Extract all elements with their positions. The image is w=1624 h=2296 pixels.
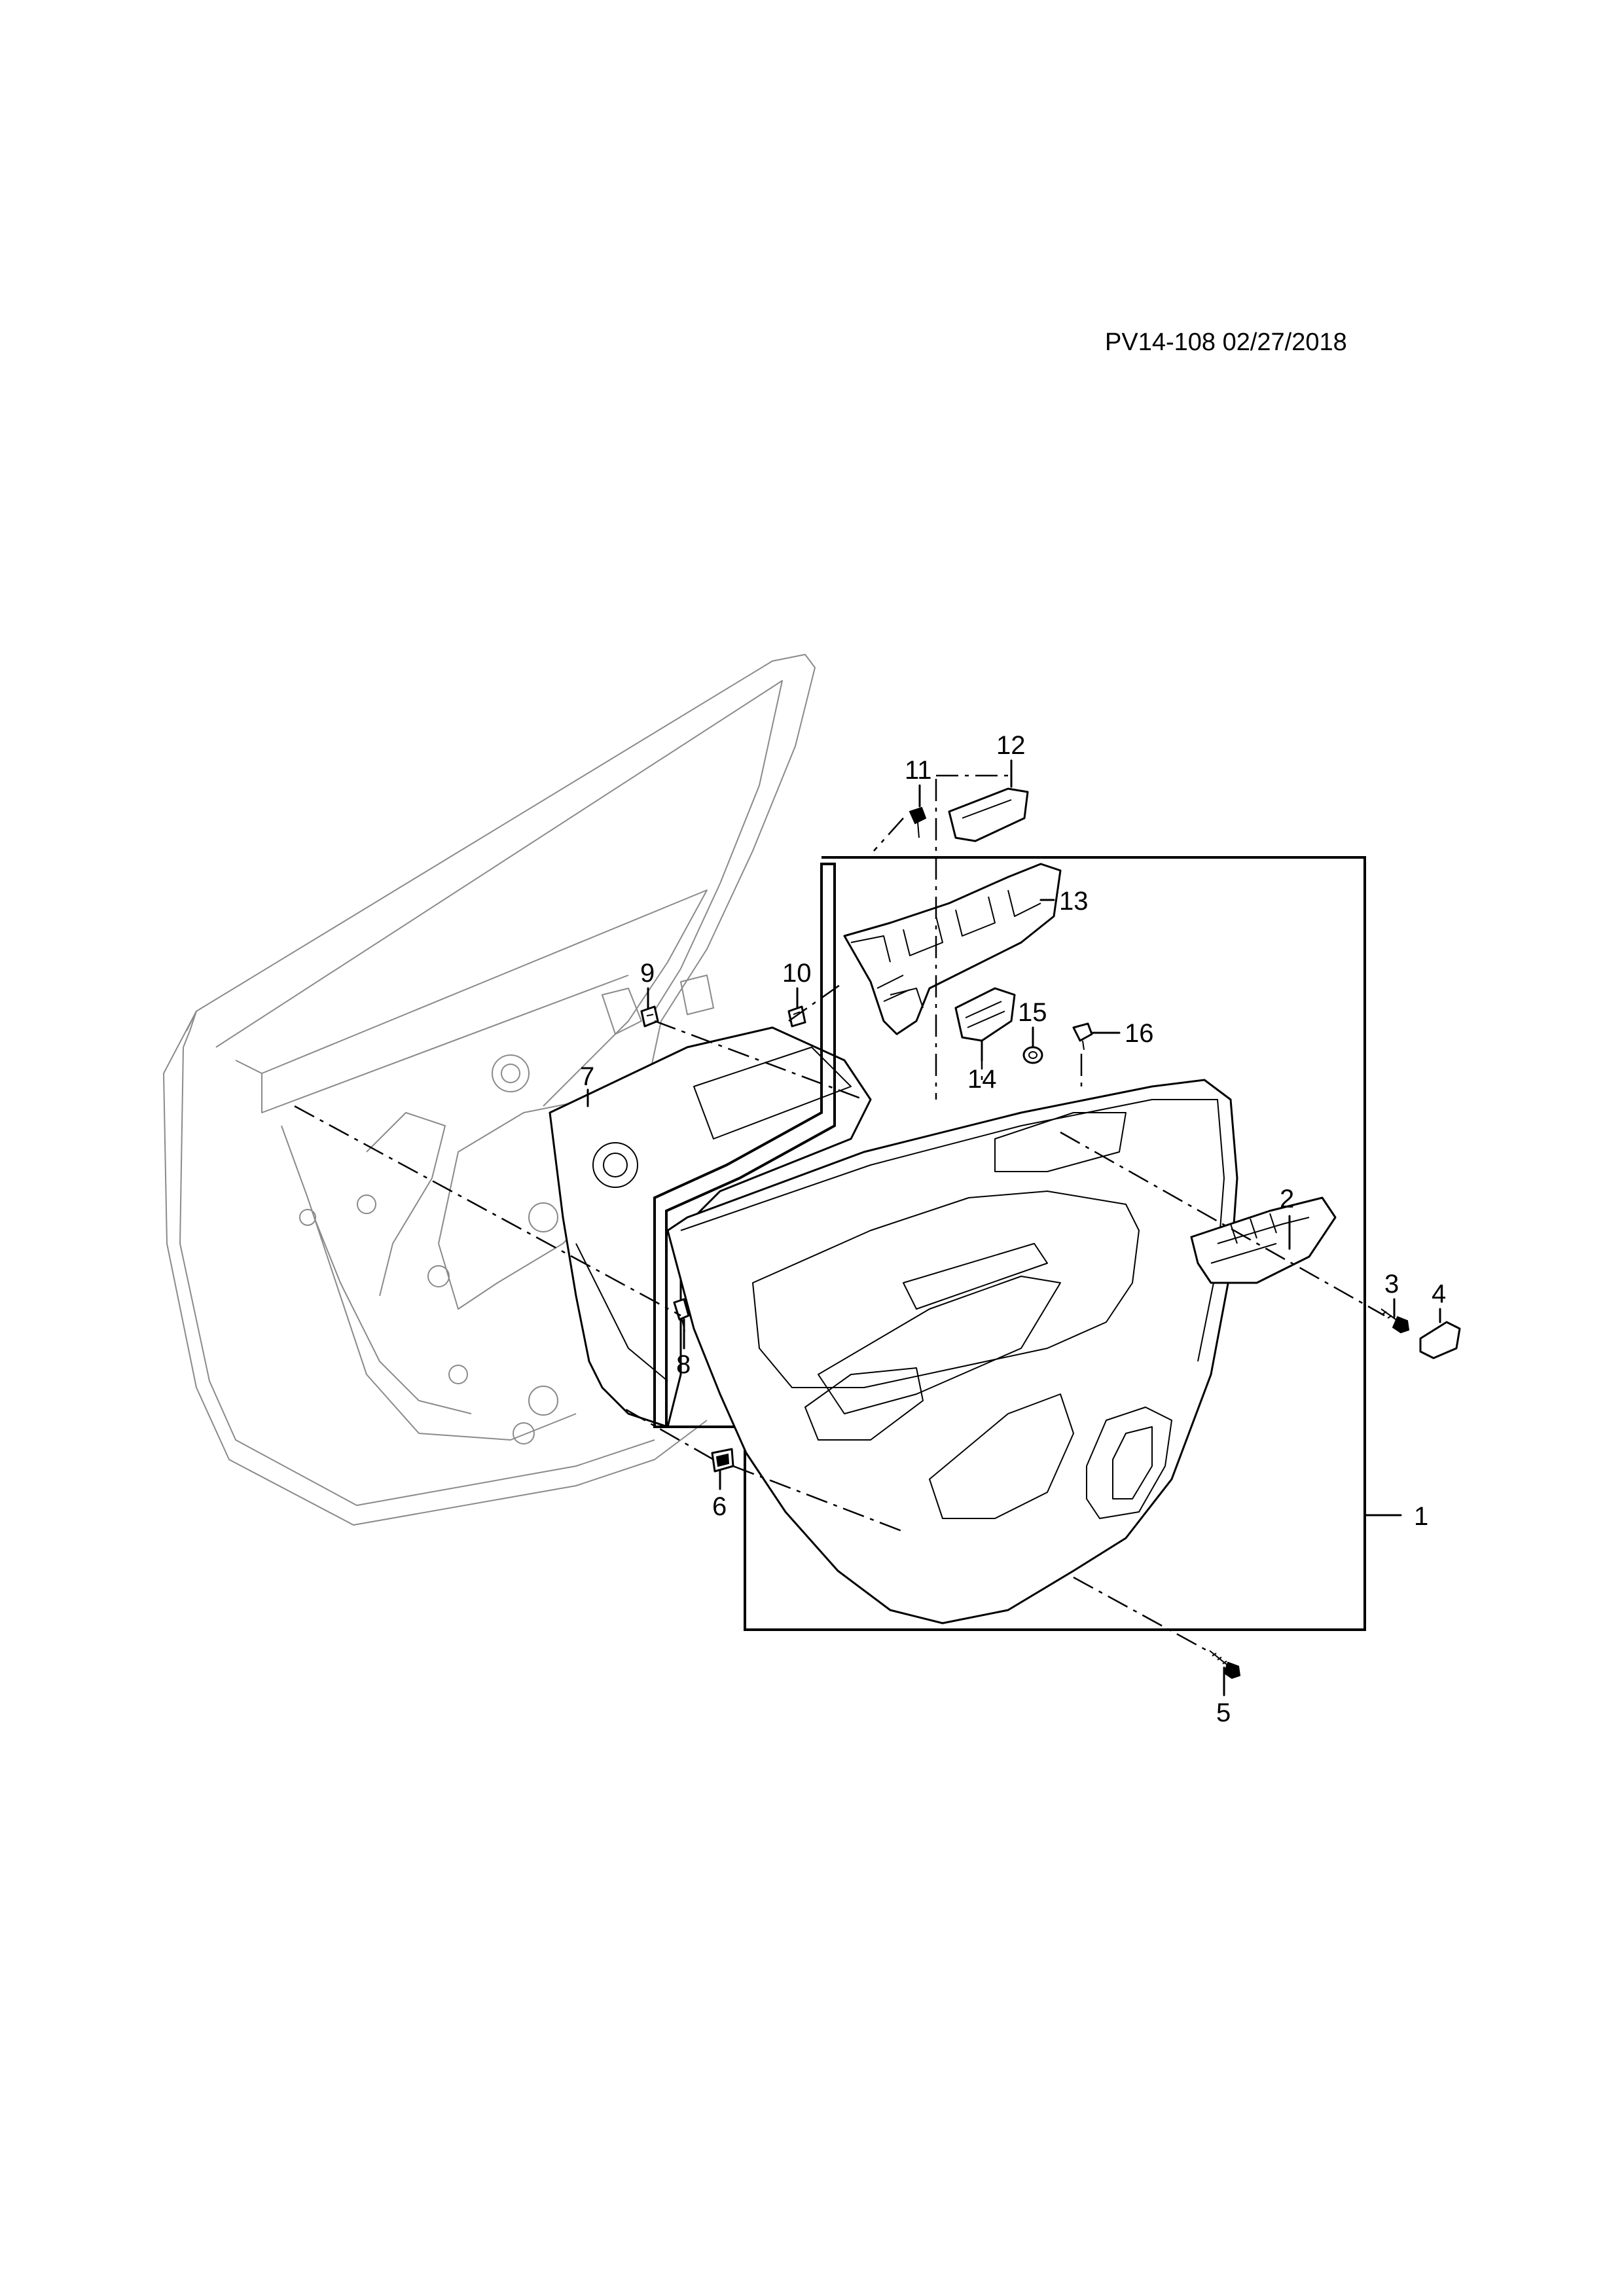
part-4-cover-cap	[1419, 1321, 1461, 1359]
subassembly-frame-left	[653, 863, 836, 1428]
callout-9: 9	[640, 959, 655, 988]
callout-2: 2	[1280, 1185, 1294, 1213]
part-16-retainer	[1072, 1022, 1093, 1050]
part-15-grommet	[1022, 1046, 1043, 1064]
callout-6: 6	[712, 1492, 727, 1521]
part-6-clip	[711, 1448, 734, 1473]
callout-7: 7	[580, 1062, 594, 1091]
assembly-lines	[294, 774, 1385, 1654]
part-11-screw	[909, 806, 927, 838]
callout-3: 3	[1384, 1270, 1399, 1299]
leader-lines	[586, 759, 1441, 1696]
callout-12: 12	[996, 731, 1026, 760]
drawing-code: PV14-108 02/27/2018	[1105, 329, 1347, 356]
part-2-inside-handle	[1190, 1196, 1337, 1284]
part-10-clip	[787, 1005, 806, 1028]
callout-13: 13	[1059, 887, 1089, 916]
door-frame-outline	[163, 654, 816, 1526]
callout-numbers: 1 2 3 4 5 6 7 8 9 10 11 12 13 14 15 16	[580, 731, 1446, 1727]
callout-5: 5	[1216, 1698, 1231, 1727]
callout-16: 16	[1125, 1019, 1154, 1048]
part-13-handle-housing	[843, 863, 1062, 1035]
part-1-door-trim-panel	[666, 1079, 1238, 1624]
callout-11: 11	[905, 756, 932, 785]
callout-10: 10	[782, 959, 812, 988]
part-14-window-switch	[954, 987, 1016, 1042]
part-9-clip	[640, 1005, 659, 1028]
part-3-bolt	[1380, 1308, 1410, 1334]
callout-1: 1	[1414, 1502, 1428, 1531]
callout-8: 8	[676, 1350, 691, 1379]
door-trim-panel-frame	[666, 856, 1366, 1631]
callout-14: 14	[967, 1065, 997, 1094]
callout-4: 4	[1432, 1280, 1446, 1308]
callout-15: 15	[1018, 998, 1047, 1027]
part-12-trim-cover	[948, 787, 1029, 842]
